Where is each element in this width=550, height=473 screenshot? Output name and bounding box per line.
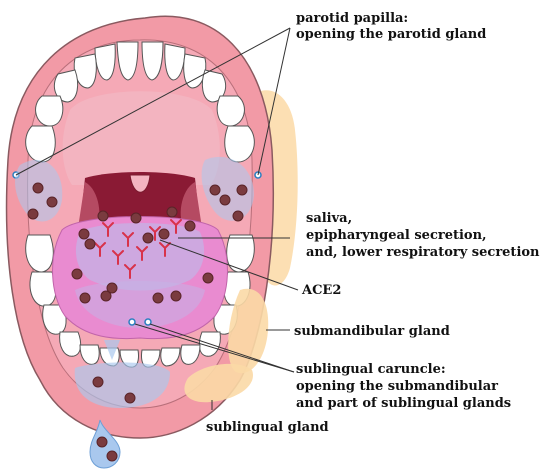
sublingual-gland-label: sublingual gland [206, 420, 329, 435]
sublingual-caruncle-label-line3: and part of sublingual glands [296, 396, 511, 411]
virus [124, 392, 136, 404]
virus [236, 184, 248, 196]
uvula [129, 174, 151, 193]
parotid-papilla-label-line1: parotid papilla: [296, 11, 408, 26]
virus [100, 290, 112, 302]
virus [32, 182, 44, 194]
tongue-dorsum [75, 223, 205, 291]
virus [96, 436, 108, 448]
tonsil-right [180, 182, 202, 228]
parotid-papilla-label-line2: opening the parotid gland [296, 27, 486, 42]
submandibular-gland-label: submandibular gland [294, 324, 450, 339]
virus [219, 194, 231, 206]
virus [152, 292, 164, 304]
sublingual-caruncle-label-line2: opening the submandibular [296, 379, 498, 394]
tonsil-left [78, 182, 100, 228]
saliva-drip-lip [74, 362, 170, 408]
virus [27, 208, 39, 220]
virus [92, 376, 104, 388]
leader-lines [15, 27, 299, 410]
virus [232, 210, 244, 222]
submandibular-gland [228, 288, 269, 374]
virus [170, 290, 182, 302]
virus [97, 210, 109, 222]
saliva-label-line2: epipharyngeal secretion, [306, 228, 487, 243]
virus [84, 238, 96, 250]
sublingual-caruncle-left [128, 318, 136, 326]
ace2-receptors [94, 219, 182, 279]
virus [106, 282, 118, 294]
virus [158, 228, 170, 240]
saliva-pool-right [201, 156, 254, 221]
virus [78, 228, 90, 240]
virus [166, 206, 178, 218]
upper-teeth [25, 41, 255, 163]
virus [71, 268, 83, 280]
hard-palate [62, 91, 220, 185]
virus [79, 292, 91, 304]
virus [130, 212, 142, 224]
sublingual-caruncle-right [144, 318, 152, 326]
saliva-label-line1: saliva, [306, 211, 352, 226]
virus [142, 232, 154, 244]
virus [209, 184, 221, 196]
ace2-label: ACE2 [301, 283, 341, 298]
virus [184, 220, 196, 232]
virus [46, 196, 58, 208]
virus [202, 272, 214, 284]
saliva-label-line3: and, lower respiratory secretion [306, 245, 540, 260]
sublingual-gland [184, 363, 253, 403]
virus [106, 450, 118, 462]
virus-particles [27, 182, 248, 462]
sublingual-caruncle-label-line1: sublingual caruncle: [296, 362, 446, 377]
saliva-drip-center [104, 340, 120, 360]
